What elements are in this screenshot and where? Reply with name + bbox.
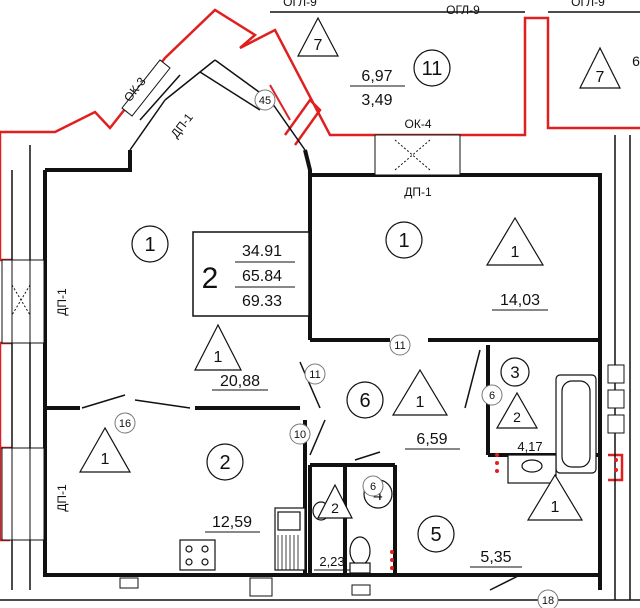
balcony-area: 6,97 bbox=[361, 68, 392, 85]
balcony-area-reduced: 3,49 bbox=[361, 92, 392, 109]
room-area: 12,59 bbox=[212, 514, 252, 531]
finish-number: 6 bbox=[489, 390, 495, 402]
window-label: ДП-1 bbox=[168, 110, 196, 140]
electric-points bbox=[390, 453, 618, 570]
toilet bbox=[349, 536, 371, 566]
room-number: 1 bbox=[144, 234, 155, 256]
finish-code: 1 bbox=[101, 451, 110, 468]
windows bbox=[1, 59, 461, 541]
room-number: 5 bbox=[430, 524, 441, 546]
room-area: 2,23 bbox=[319, 554, 344, 569]
room-area: 20,88 bbox=[220, 373, 260, 390]
finish-circles bbox=[114, 89, 559, 608]
window-label: ДП-1 bbox=[55, 484, 69, 512]
window-label: ДП-1 bbox=[55, 288, 69, 316]
room-area: 6,59 bbox=[416, 431, 447, 448]
stove bbox=[179, 539, 216, 571]
living-area: 34.91 bbox=[242, 243, 282, 260]
finish-code: 7 bbox=[314, 37, 323, 54]
kitchen-hatching bbox=[277, 535, 299, 570]
door-number: 11 bbox=[394, 340, 405, 352]
door-number: 18 bbox=[542, 595, 554, 607]
finish-number: 45 bbox=[259, 95, 271, 107]
room-number: 1 bbox=[398, 230, 409, 252]
finish-code: 2 bbox=[513, 409, 521, 425]
vent-blocks bbox=[119, 364, 625, 597]
total-area: 65.84 bbox=[242, 268, 282, 285]
room-number: 2 bbox=[219, 452, 230, 474]
finish-code: 2 bbox=[331, 500, 339, 516]
fixtures bbox=[179, 374, 597, 574]
walls bbox=[43, 149, 602, 590]
apartment-number: 2 bbox=[202, 262, 219, 295]
room-area: 4,17 bbox=[517, 439, 542, 454]
window-label: ОГЛ-9 bbox=[446, 3, 480, 17]
window-label: ОГЛ-9 bbox=[571, 0, 605, 9]
finish-number: 16 bbox=[119, 418, 131, 430]
room-area: 5,35 bbox=[480, 549, 511, 566]
doors bbox=[81, 84, 521, 591]
finish-number: 6 bbox=[370, 481, 376, 493]
finish-code: 1 bbox=[551, 499, 560, 516]
door-number: 11 bbox=[309, 369, 320, 381]
finish-code: 7 bbox=[596, 69, 605, 86]
room-area: 14,03 bbox=[500, 292, 540, 309]
right-edge-number: 6 bbox=[632, 53, 640, 69]
window-label: ОК-4 bbox=[405, 117, 432, 131]
room-number: 6 bbox=[359, 390, 370, 412]
window-label: ОГЛ-9 bbox=[283, 0, 317, 9]
window-label: ДП-1 bbox=[404, 185, 432, 199]
finish-code: 1 bbox=[214, 349, 223, 366]
outer-lines bbox=[0, 11, 640, 601]
finish-code: 1 bbox=[511, 244, 520, 261]
door-number: 10 bbox=[294, 429, 306, 441]
apartment-summary-box bbox=[192, 231, 310, 317]
room-number-circles bbox=[131, 49, 530, 553]
total-area-with-balcony: 69.33 bbox=[242, 293, 282, 310]
balcony-number: 11 bbox=[422, 58, 443, 80]
finish-triangles bbox=[78, 16, 621, 521]
room-number: 3 bbox=[510, 363, 519, 382]
finish-code: 1 bbox=[416, 394, 425, 411]
